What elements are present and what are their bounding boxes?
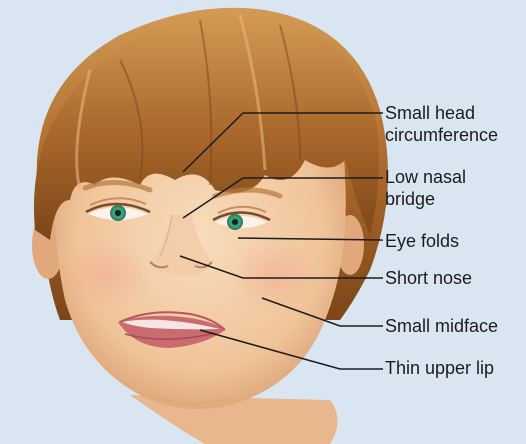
label-eye-folds: Eye folds [385, 230, 459, 252]
label-thin-upper-lip: Thin upper lip [385, 357, 494, 379]
label-low-nasal-bridge: Low nasal bridge [385, 166, 466, 210]
label-line: circumference [385, 124, 498, 146]
label-line: bridge [385, 188, 466, 210]
label-line: Small head [385, 102, 498, 124]
label-small-midface: Small midface [385, 315, 498, 337]
label-line: Low nasal [385, 166, 466, 188]
label-small-head-circumference: Small head circumference [385, 102, 498, 146]
label-short-nose: Short nose [385, 267, 472, 289]
